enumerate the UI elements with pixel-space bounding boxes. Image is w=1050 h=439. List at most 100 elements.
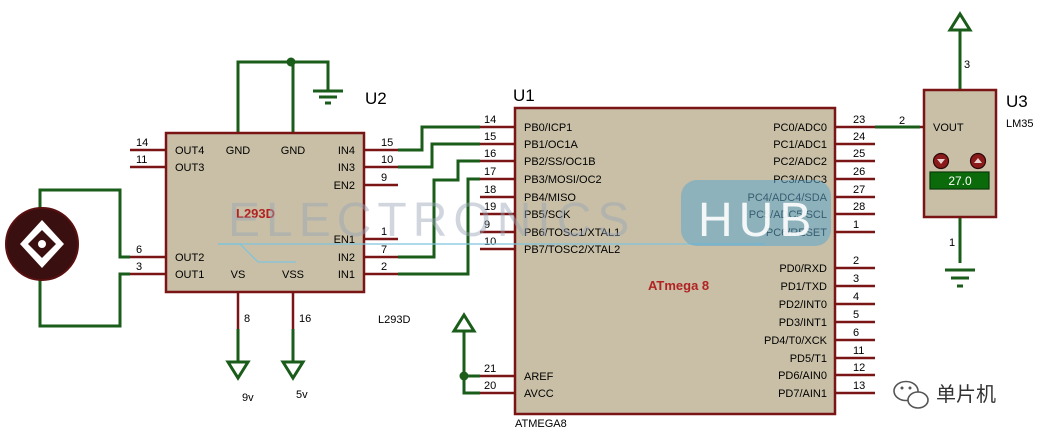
pin-number: 21: [484, 363, 496, 375]
up-arrow-icon: [974, 158, 982, 163]
dc-motor: [5, 207, 79, 281]
pin-number: 13: [853, 380, 865, 392]
pin-number: 19: [484, 201, 496, 213]
temperature-display: [929, 171, 990, 190]
pin-number: 14: [484, 114, 496, 126]
pin-label: AVCC: [524, 388, 554, 400]
pin-number: 7: [381, 244, 387, 256]
pin-label: VS: [231, 269, 246, 281]
pin-label: PB4/MISO: [524, 192, 576, 204]
pin-number: 1: [853, 219, 859, 231]
u3-ref-label: U3: [1006, 92, 1028, 111]
watermark-text: ELECTRONICS: [228, 194, 635, 247]
pin-number: 10: [381, 154, 393, 166]
pin-label: GND: [226, 145, 251, 157]
u1-part-label: ATMEGA8: [515, 418, 567, 430]
pin-number: 26: [853, 166, 865, 178]
pin-number: 9: [484, 219, 490, 231]
pin-label: PD0/RXD: [779, 263, 827, 275]
pin-label: PC1/ADC1: [773, 139, 827, 151]
pin-number: 15: [484, 131, 496, 143]
pin-number: 8: [244, 313, 250, 325]
pin-label: PB5/SCK: [524, 209, 571, 221]
pin-number: 3: [853, 273, 859, 285]
junction-dot: [286, 57, 296, 67]
pin-number: 20: [484, 380, 496, 392]
wechat-icon: [893, 380, 929, 409]
pin-label: EN1: [334, 234, 355, 246]
pin-number: 16: [484, 148, 496, 160]
pin-number-vout: 2: [899, 115, 905, 127]
supply-arrow-icon: [451, 312, 477, 333]
pin-label: IN4: [338, 145, 355, 157]
pin-label: PD2/INT0: [779, 299, 827, 311]
ground-icon: [945, 268, 975, 288]
pin-number: 4: [853, 291, 859, 303]
down-arrow-icon: [937, 159, 945, 164]
pin-number: 25: [853, 148, 865, 160]
pin-number: 1: [381, 226, 387, 238]
pin-number: 28: [853, 201, 865, 213]
supply-label-9v: 9v: [242, 392, 254, 404]
u2-part-name: L293D: [236, 206, 275, 221]
atmega8-chip: 14PB0/ICP115PB1/OC1A16PB2/SS/OC1B17PB3/M…: [480, 106, 875, 416]
u1-center-label: ATmega 8: [648, 278, 709, 293]
pin-label: IN2: [338, 252, 355, 264]
supply-label-5v: 5v: [296, 389, 308, 401]
pin-number: 11: [136, 154, 147, 166]
pin-number: 12: [853, 362, 865, 374]
pin-number: 18: [484, 184, 496, 196]
pin-number: 23: [853, 114, 865, 126]
pin-number: 14: [136, 137, 148, 149]
pin-label: PB0/ICP1: [524, 122, 572, 134]
wires: [38, 39, 962, 395]
pin-label: PD6/AIN0: [778, 370, 827, 382]
pin-number: 16: [299, 313, 311, 325]
pin-label: PC2/ADC2: [773, 156, 827, 168]
pin-number: 15: [381, 137, 393, 149]
pin-number-bottom: 1: [949, 237, 955, 249]
junction-dot: [459, 371, 469, 381]
pin-number: 9: [381, 172, 387, 184]
watermark: ELECTRONICS HUB: [218, 180, 831, 263]
pin-label: PC0/ADC0: [773, 122, 827, 134]
temperature-reading: 27.0: [948, 174, 972, 188]
u2-part-label: L293D: [378, 314, 410, 326]
pin-number: 2: [853, 255, 859, 267]
watermark-highlight: HUB: [698, 194, 817, 247]
l293d-chip: 14OUT411OUT36OUT23OUT115IN410IN39EN21EN1…: [130, 131, 398, 329]
brand-badge: 单片机: [893, 380, 996, 409]
pin-label: OUT1: [175, 269, 204, 281]
pin-label: PB6/TOSC1/XTAL1: [524, 227, 620, 239]
pin-label: OUT2: [175, 252, 204, 264]
pin-number: 10: [484, 236, 496, 248]
pin-label: EN2: [334, 180, 355, 192]
u3-part-label: LM35: [1006, 118, 1034, 130]
pin-number: 5: [853, 309, 859, 321]
pin-label: PB3/MOSI/OC2: [524, 174, 602, 186]
brand-text: 单片机: [936, 382, 996, 406]
u1-ref-label: U1: [513, 86, 535, 105]
pin-label: VSS: [282, 269, 304, 281]
pin-number: 6: [136, 244, 142, 256]
ground-icon: [313, 89, 343, 105]
pin-label: PD3/INT1: [779, 317, 827, 329]
pin-label: PB7/TOSC2/XTAL2: [524, 244, 620, 256]
pin-number: 3: [136, 261, 142, 273]
pin-number: 11: [853, 345, 864, 357]
u2-ref-label: U2: [365, 89, 387, 108]
pin-number: 2: [381, 261, 387, 273]
pin-number: 6: [853, 327, 859, 339]
pin-label: IN3: [338, 162, 355, 174]
pin-label: OUT3: [175, 162, 204, 174]
pin-number-top: 3: [964, 59, 970, 71]
supply-arrow-icon: [225, 360, 251, 381]
pin-label: PB2/SS/OC1B: [524, 156, 596, 168]
pin-label: PD7/AIN1: [778, 388, 827, 400]
power-symbols: [225, 11, 975, 381]
pin-number: 17: [484, 166, 496, 178]
pin-label-vout: VOUT: [933, 122, 964, 134]
lm35-sensor: 27.0 VOUT 2 3 1: [899, 59, 998, 249]
pin-label: PD1/TXD: [781, 281, 828, 293]
